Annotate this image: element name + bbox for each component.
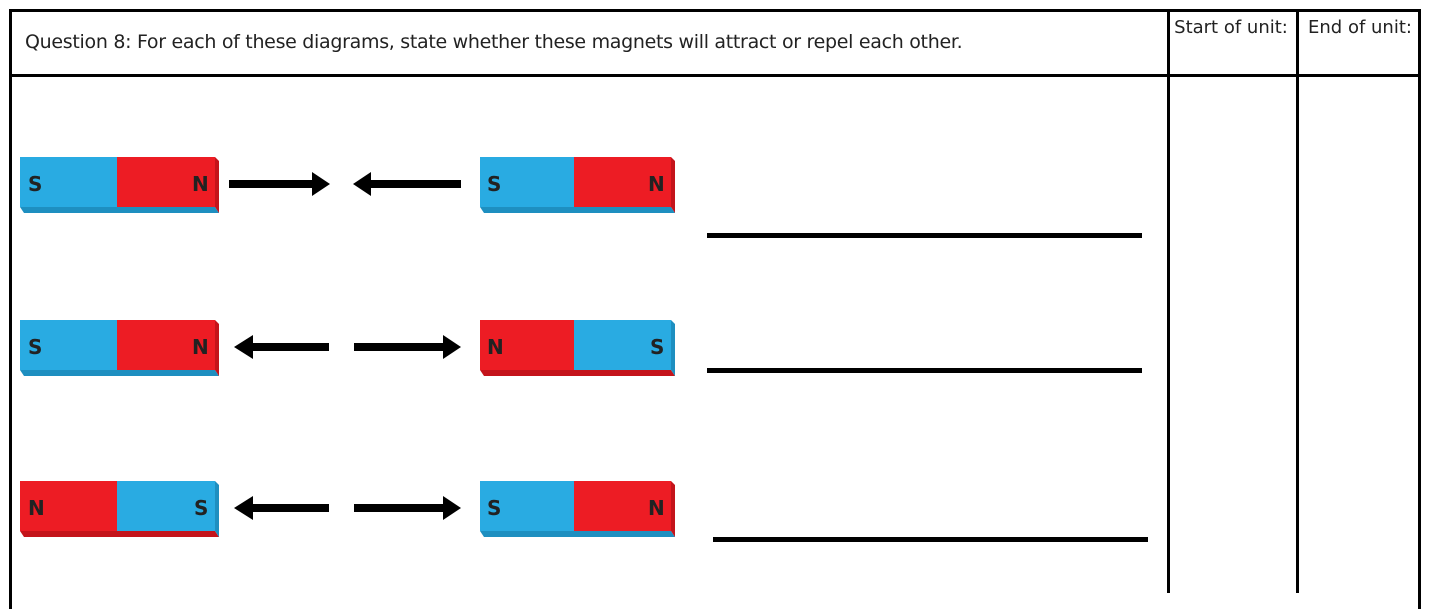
arrow-right bbox=[354, 335, 461, 359]
pole-label: S bbox=[28, 335, 42, 359]
diagram-2-svg: S N N S bbox=[20, 320, 675, 376]
column-divider-end bbox=[1296, 9, 1299, 593]
column-divider-start bbox=[1167, 9, 1170, 593]
pole-label: N bbox=[487, 335, 504, 359]
diagram-1-svg: S N S N bbox=[20, 157, 675, 213]
arrow-left bbox=[234, 335, 329, 359]
magnet-diagram-3: N S S N bbox=[16, 479, 706, 541]
magnet-right-3: S N bbox=[480, 481, 675, 537]
south-pole bbox=[117, 481, 215, 531]
arrow-right bbox=[354, 496, 461, 520]
question-table bbox=[9, 9, 1421, 609]
north-pole bbox=[480, 320, 574, 370]
pole-label: S bbox=[194, 496, 208, 520]
south-pole bbox=[574, 320, 671, 370]
north-pole bbox=[117, 157, 215, 207]
end-of-unit-header: End of unit: bbox=[1308, 17, 1412, 38]
south-pole bbox=[480, 157, 574, 207]
south-pole bbox=[20, 320, 117, 370]
end-of-unit-cell[interactable] bbox=[1299, 77, 1418, 593]
answer-line-3[interactable] bbox=[713, 537, 1148, 542]
pole-label: S bbox=[650, 335, 664, 359]
magnet-left-3: N S bbox=[20, 481, 219, 537]
arrow-left bbox=[353, 172, 461, 196]
pole-label: N bbox=[192, 335, 209, 359]
arrow-left bbox=[234, 496, 329, 520]
magnet-diagram-1: S N S N bbox=[16, 155, 706, 217]
diagram-3-svg: N S S N bbox=[20, 481, 675, 537]
start-of-unit-cell[interactable] bbox=[1170, 77, 1296, 593]
north-pole bbox=[574, 481, 671, 531]
magnet-diagram-2: S N N S bbox=[16, 318, 706, 380]
magnet-right-2: N S bbox=[480, 320, 675, 376]
pole-label: S bbox=[28, 172, 42, 196]
header-divider bbox=[9, 74, 1421, 77]
south-pole bbox=[480, 481, 574, 531]
magnet-left-2: S N bbox=[20, 320, 219, 376]
answer-line-2[interactable] bbox=[707, 368, 1142, 373]
magnet-right-1: S N bbox=[480, 157, 675, 213]
start-of-unit-header: Start of unit: bbox=[1174, 17, 1288, 38]
north-pole bbox=[574, 157, 671, 207]
north-pole bbox=[20, 481, 117, 531]
answer-line-1[interactable] bbox=[707, 233, 1142, 238]
magnet-left-1: S N bbox=[20, 157, 219, 213]
pole-label: N bbox=[648, 496, 665, 520]
north-pole bbox=[117, 320, 215, 370]
pole-label: N bbox=[28, 496, 45, 520]
pole-label: N bbox=[192, 172, 209, 196]
arrow-right bbox=[229, 172, 330, 196]
question-text: Question 8: For each of these diagrams, … bbox=[25, 31, 963, 53]
pole-label: N bbox=[648, 172, 665, 196]
pole-label: S bbox=[487, 172, 501, 196]
south-pole bbox=[20, 157, 117, 207]
pole-label: S bbox=[487, 496, 501, 520]
